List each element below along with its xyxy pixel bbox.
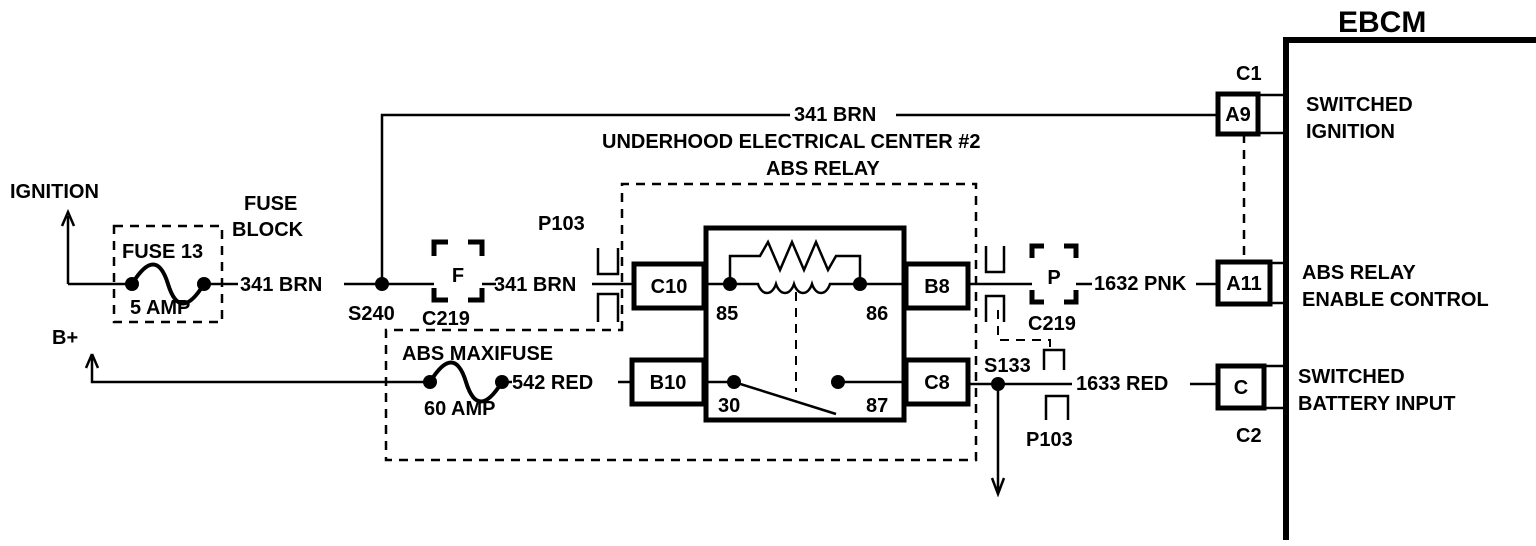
pin-a11-label: A11 (1226, 273, 1262, 295)
connector-p103-b8-top-icon (984, 246, 1006, 274)
c219-f-letter: F (452, 265, 464, 287)
a9-desc-line2: IGNITION (1306, 121, 1395, 143)
relay-coil-winding-icon (730, 280, 860, 295)
pin-85-dot (723, 277, 737, 291)
terminal-b10: B10 (629, 357, 707, 407)
connector-p103-bottom-icon (1044, 394, 1070, 420)
wire-341-brn-fuse-label: 341 BRN (240, 274, 322, 296)
s133-p103-dashed-link (997, 310, 1051, 348)
ebcm-pin-c: C (1215, 363, 1286, 411)
p103-bottom-label: P103 (1026, 429, 1073, 451)
b-plus-label: B+ (52, 327, 78, 349)
pin-a9-label: A9 (1225, 104, 1251, 126)
a11-desc-line2: ENABLE CONTROL (1302, 289, 1489, 311)
pin-87-dot (831, 375, 845, 389)
terminal-c10: C10 (631, 261, 707, 311)
s133-down-arrow-icon (990, 384, 1006, 498)
ebcm-pin-a9: A9 (1215, 91, 1286, 137)
pin-86-dot (853, 277, 867, 291)
ebcm-housing-edge (1283, 37, 1536, 540)
wire-1632-pnk-label: 1632 PNK (1094, 273, 1187, 295)
underhood-electrical-center-2: UNDERHOOD ELECTRICAL CENTER #2 ABS RELAY… (384, 131, 981, 462)
maxifuse-element-icon (428, 360, 504, 404)
splice-s133-label: S133 (984, 355, 1031, 377)
uec-title: UNDERHOOD ELECTRICAL CENTER #2 (602, 131, 981, 153)
ebcm-title: EBCM (1338, 6, 1426, 39)
circuit-battery-feed: B+ ABS MAXIFUSE 60 AMP 542 RED S133 1633… (52, 310, 1218, 498)
connector-p103-s133-icon (1042, 348, 1066, 370)
connector-p103-b8-bottom-icon (984, 294, 1006, 322)
connector-c219-p-icon (1029, 243, 1079, 305)
ebcm-module: EBCM C1 C2 A9 A11 C SWITCHED IGNITION AB… (1215, 6, 1536, 540)
abs-relay-body (703, 225, 907, 423)
wire-1633-red-label: 1633 RED (1076, 373, 1168, 395)
c219-left-label: C219 (422, 308, 470, 330)
fuse-block-label-line1: FUSE (244, 193, 297, 215)
fuse13-element-icon (130, 262, 206, 306)
pin-30-dot (727, 375, 741, 389)
c219-p-letter: P (1047, 267, 1060, 289)
fuse-block-label-line2: BLOCK (232, 219, 304, 241)
ignition-arrow-icon (60, 208, 76, 227)
pin-c-label: C (1234, 377, 1248, 399)
connector-c219-f-icon (431, 239, 485, 303)
connector-p103-top-icon (596, 248, 620, 322)
maxifuse-rating: 60 AMP (424, 398, 496, 420)
relay-coil-resistor-icon (704, 238, 904, 286)
pin-30-label: 30 (718, 395, 740, 417)
pin-85-label: 85 (716, 303, 738, 325)
b10-label: B10 (650, 372, 687, 394)
abs-relay-title: ABS RELAY (766, 158, 880, 180)
splice-s240-label: S240 (348, 303, 395, 325)
terminal-c8: C8 (903, 357, 971, 407)
pin-86-label: 86 (866, 303, 888, 325)
circuit-341-brn: IGNITION FUSE 13 5 AMP FUSE BLOCK 341 BR… (10, 104, 1218, 330)
ebcm-pin-a11: A11 (1215, 259, 1286, 307)
wire-542-red-label: 542 RED (512, 372, 593, 394)
c219-right-label: C219 (1028, 313, 1076, 335)
terminal-b8: B8 (903, 261, 971, 311)
b-plus-arrow-icon (84, 353, 430, 384)
a9-desc-line1: SWITCHED (1306, 94, 1413, 116)
fuse13-name: FUSE 13 (122, 241, 203, 263)
fuse13-rating: 5 AMP (130, 297, 190, 319)
fuse-block-outline (112, 224, 224, 324)
wire-341-brn-uec-label: 341 BRN (494, 274, 576, 296)
uec-outline (384, 182, 978, 462)
ebcm-connector-c1: C1 (1236, 63, 1262, 85)
ebcm-connector-c2: C2 (1236, 425, 1262, 447)
c-desc-line1: SWITCHED (1298, 366, 1405, 388)
c-desc-line2: BATTERY INPUT (1298, 393, 1455, 415)
pin-87-label: 87 (866, 395, 888, 417)
p103-top-label: P103 (538, 213, 585, 235)
c10-label: C10 (651, 276, 688, 298)
maxifuse-name: ABS MAXIFUSE (402, 343, 553, 365)
wire-341-brn-to-ebcm (380, 113, 1218, 284)
a11-desc-line1: ABS RELAY (1302, 262, 1416, 284)
circuit-1632-pnk: P C219 1632 PNK (968, 243, 1218, 335)
c8-label: C8 (924, 372, 950, 394)
ignition-label: IGNITION (10, 181, 99, 203)
wire-341-brn-top-label: 341 BRN (794, 104, 876, 126)
b8-label: B8 (924, 276, 950, 298)
